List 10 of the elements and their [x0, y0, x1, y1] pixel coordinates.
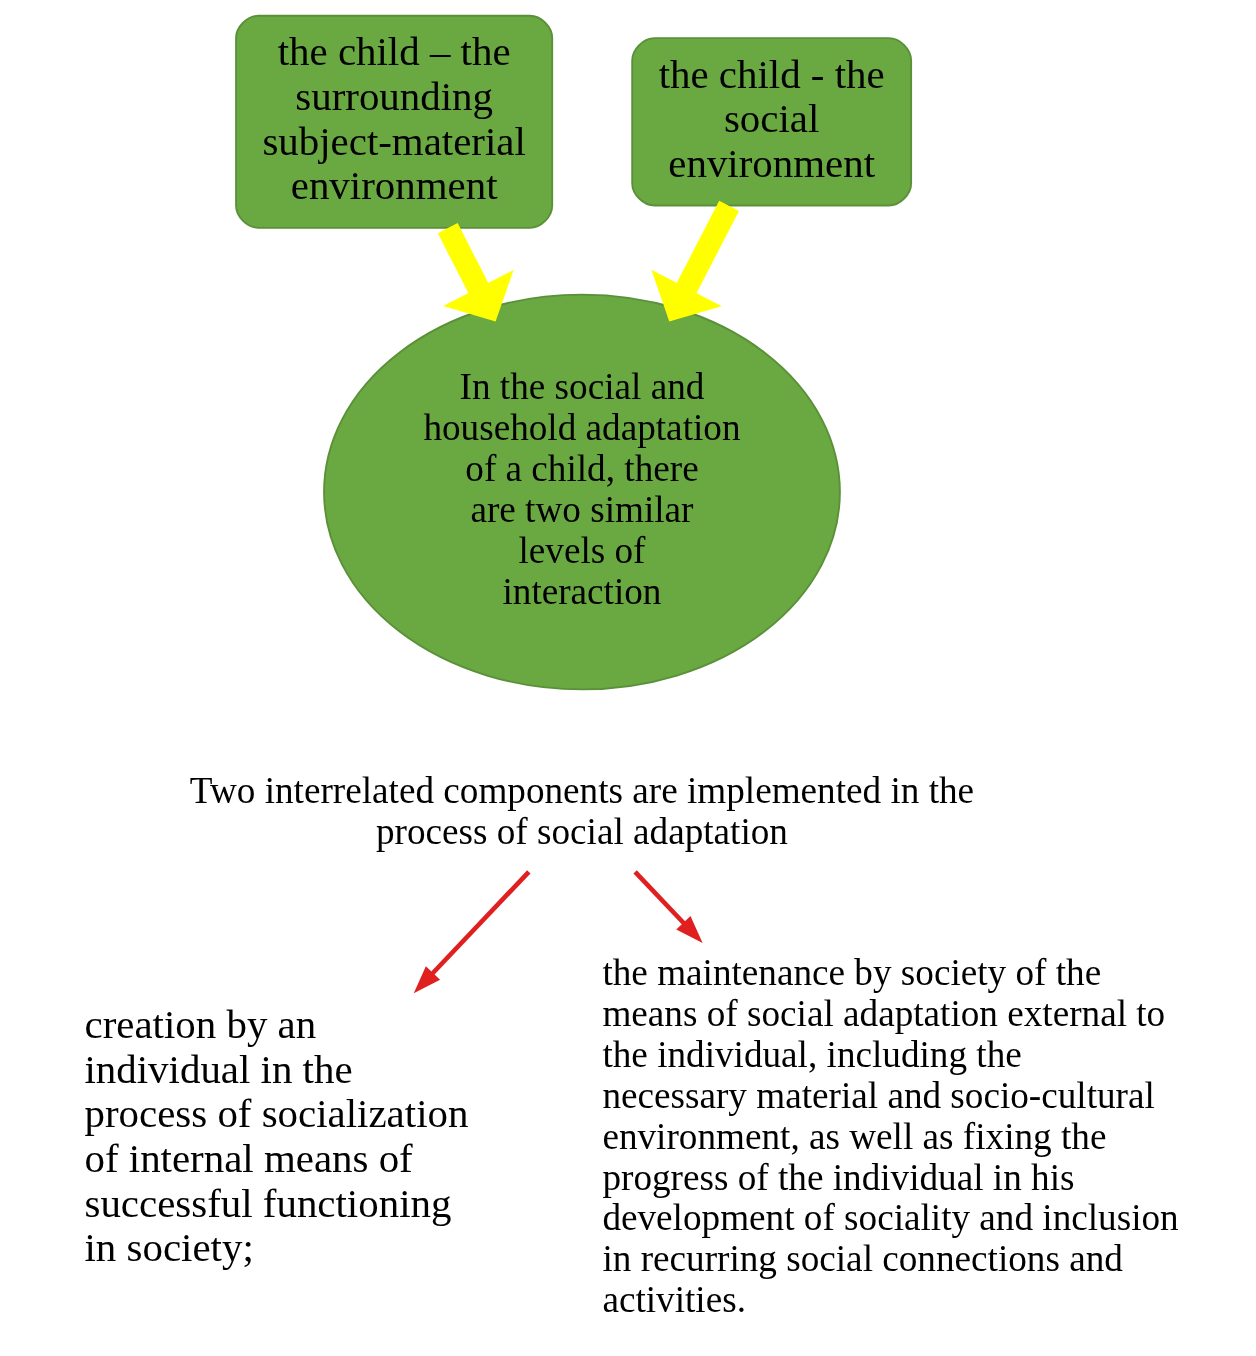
- node-box: the child - the social environment: [631, 37, 913, 207]
- node-ellipse: In the social and household adaptation of a child, there are two similar levels of interaction: [323, 293, 841, 691]
- arrow: [413, 870, 531, 994]
- node-box: the child – the surrounding subject-material environment: [235, 14, 554, 229]
- arrow: [633, 870, 703, 944]
- node-text: Two interrelated components are implemented in the process of social adaptation: [189, 769, 975, 852]
- node-text: creation by an individual in the process of socialization of internal means of successful functioning in society;: [84, 1002, 469, 1271]
- arrow: [651, 200, 739, 322]
- arrow: [437, 223, 514, 322]
- node-text: the maintenance by society of the means of social adaptation external to the individual, including the necessary material and socio-cultural environment, as well as fixing the progress of the individual in his development of sociality and inclusion in recurring social connections and activities.: [602, 951, 1179, 1321]
